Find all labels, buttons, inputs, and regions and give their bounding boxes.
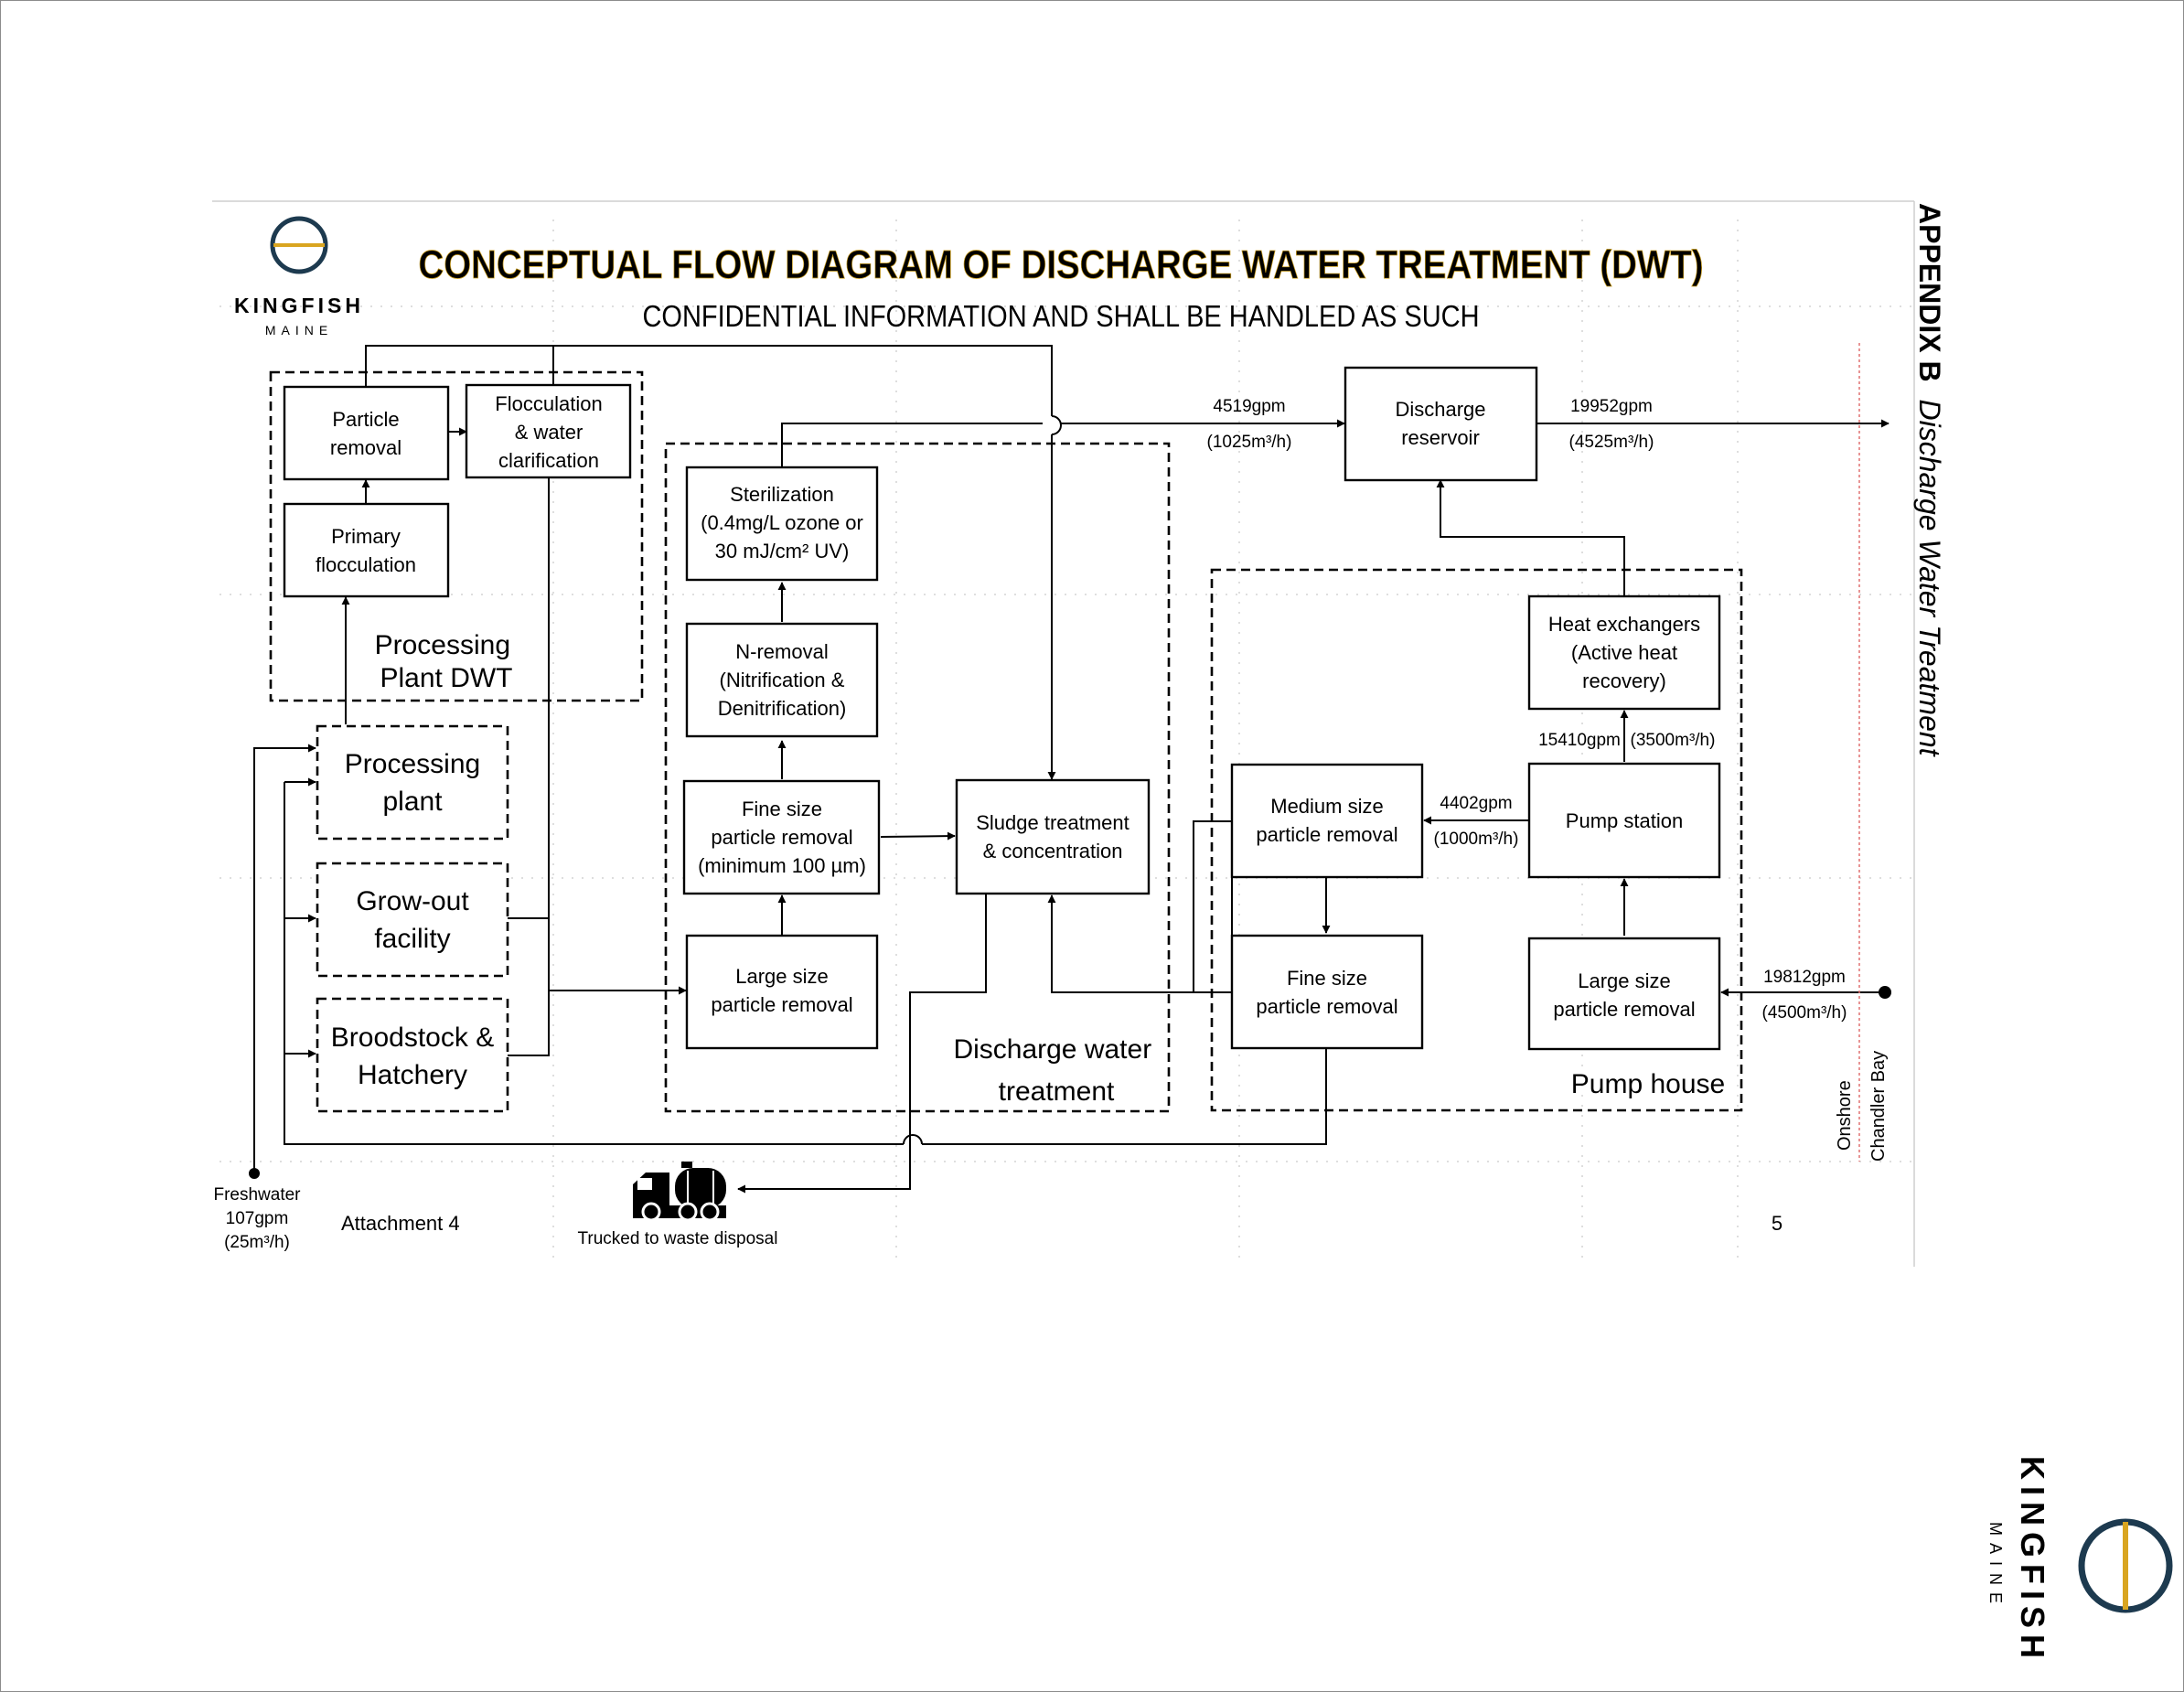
connectors	[249, 345, 1891, 1194]
page-title: CONCEPTUAL FLOW DIAGRAM OF DISCHARGE WAT…	[419, 242, 1704, 287]
svg-text:4402gpm: 4402gpm	[1440, 794, 1512, 813]
flow-label-freshwater: Freshwater 107gpm (25m³/h)	[213, 1185, 301, 1252]
onshore-label: Onshore	[1835, 1080, 1855, 1151]
svg-text:(1025m³/h): (1025m³/h)	[1207, 433, 1292, 452]
group-label-pump-house: Pump house	[1571, 1069, 1725, 1099]
node-n-removal: N-removal(Nitrification &Denitrification…	[685, 622, 879, 738]
svg-text:(1000m³/h): (1000m³/h)	[1434, 830, 1519, 849]
flow-label-heat-exchanger: 15410gpm (3500m³/h)	[1538, 731, 1715, 750]
flow-label-reservoir-out: 19952gpm (4525m³/h)	[1569, 397, 1654, 452]
logo-name: KINGFISH	[234, 294, 364, 317]
tanker-truck-icon	[633, 1162, 726, 1222]
node-broodstock-hatchery: Broodstock &Hatchery	[316, 997, 509, 1113]
svg-text:Freshwater: Freshwater	[213, 1185, 301, 1205]
flow-label-pump-to-medium: 4402gpm (1000m³/h)	[1434, 794, 1519, 849]
svg-text:Sludge treatment& concentratio: Sludge treatment& concentration	[976, 811, 1129, 862]
svg-text:15410gpm: 15410gpm	[1538, 731, 1621, 750]
svg-text:4519gpm: 4519gpm	[1213, 397, 1285, 416]
kingfish-logo: KINGFISH MAINE	[234, 216, 364, 337]
svg-text:(4500m³/h): (4500m³/h)	[1762, 1003, 1847, 1023]
group-pump-house	[1210, 568, 1743, 1112]
group-label-discharge-water-treatment: Discharge water treatment	[953, 1034, 1159, 1107]
flow-label-intake: 19812gpm (4500m³/h)	[1762, 968, 1847, 1023]
group-processing-plant-dwt	[269, 370, 644, 702]
flow-label-to-reservoir: 4519gpm (1025m³/h)	[1207, 397, 1292, 452]
attachment-label: Attachment 4	[341, 1212, 460, 1235]
svg-text:(25m³/h): (25m³/h)	[224, 1233, 290, 1252]
chandler-bay-label: Chandler Bay	[1868, 1051, 1889, 1162]
node-pump-station: Pump station	[1527, 762, 1721, 879]
page-subtitle: CONFIDENTIAL INFORMATION AND SHALL BE HA…	[643, 299, 1480, 333]
svg-text:Pump station: Pump station	[1566, 809, 1683, 832]
logo-name-vertical: KINGFISH	[2014, 1456, 2051, 1665]
page-number: 5	[1772, 1212, 1783, 1235]
appendix-label: APPENDIX B Discharge Water Treatment	[1913, 203, 1946, 757]
group-discharge-water-treatment	[664, 442, 1171, 1113]
truck-label: Trucked to waste disposal	[578, 1229, 778, 1248]
group-label-processing-plant-dwt: Processing Plant DWT	[375, 630, 519, 693]
svg-text:N-removal(Nitrification &Denit: N-removal(Nitrification &Denitrification…	[718, 640, 847, 720]
svg-text:(3500m³/h): (3500m³/h)	[1631, 731, 1716, 750]
svg-text:Broodstock &Hatchery: Broodstock &Hatchery	[331, 1023, 494, 1090]
logo-sub: MAINE	[265, 323, 333, 337]
svg-text:19952gpm: 19952gpm	[1570, 397, 1653, 416]
kingfish-logo-vertical: KINGFISH MAINE	[1986, 1456, 2173, 1665]
kingfish-circle-logo	[270, 216, 328, 274]
node-sludge-treatment: Sludge treatment& concentration	[955, 778, 1151, 895]
svg-text:107gpm: 107gpm	[226, 1209, 289, 1228]
svg-text:19812gpm: 19812gpm	[1763, 968, 1846, 987]
svg-text:(4525m³/h): (4525m³/h)	[1569, 433, 1654, 452]
logo-sub-vertical: MAINE	[1986, 1522, 2005, 1611]
